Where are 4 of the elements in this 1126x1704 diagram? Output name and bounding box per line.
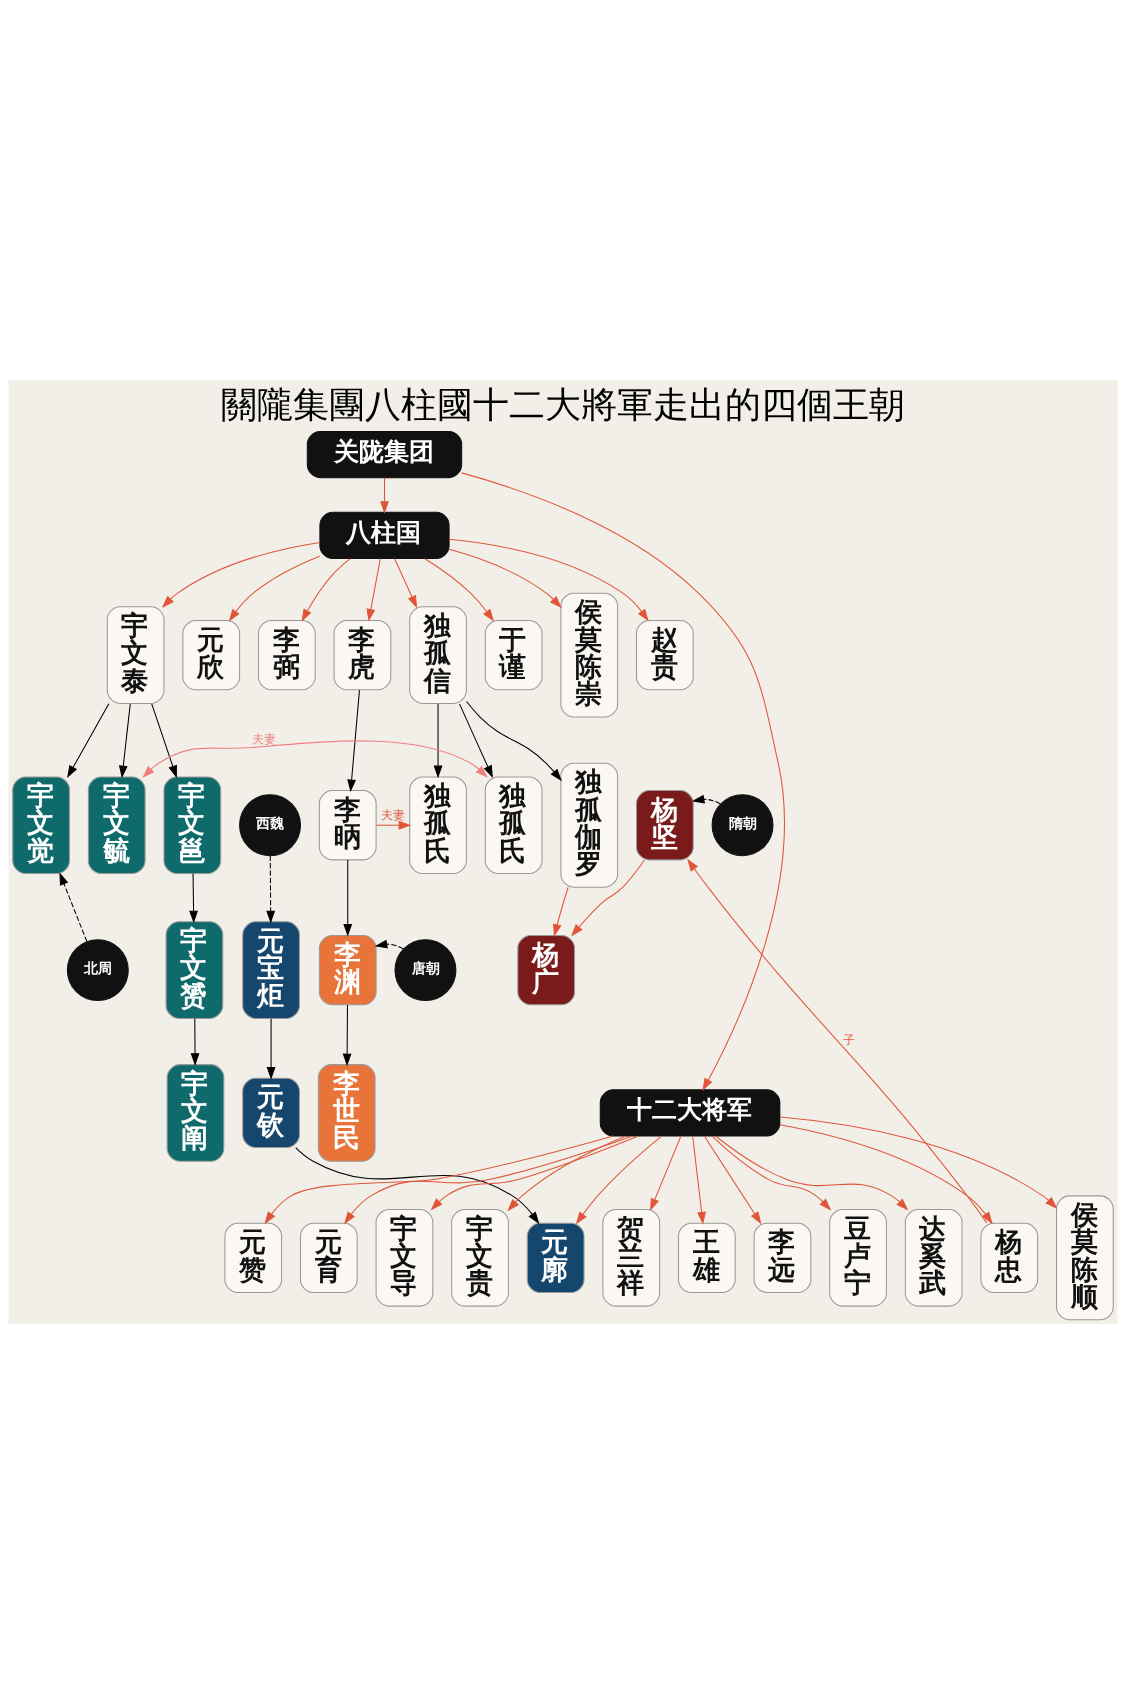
edge-label: 夫妻 bbox=[380, 807, 405, 822]
edge-label: 夫妻 bbox=[251, 732, 276, 747]
diagram-title: 關隴集團八柱國十二大將軍走出的四個王朝 bbox=[221, 383, 905, 425]
edge-label: 子 bbox=[842, 1033, 855, 1048]
